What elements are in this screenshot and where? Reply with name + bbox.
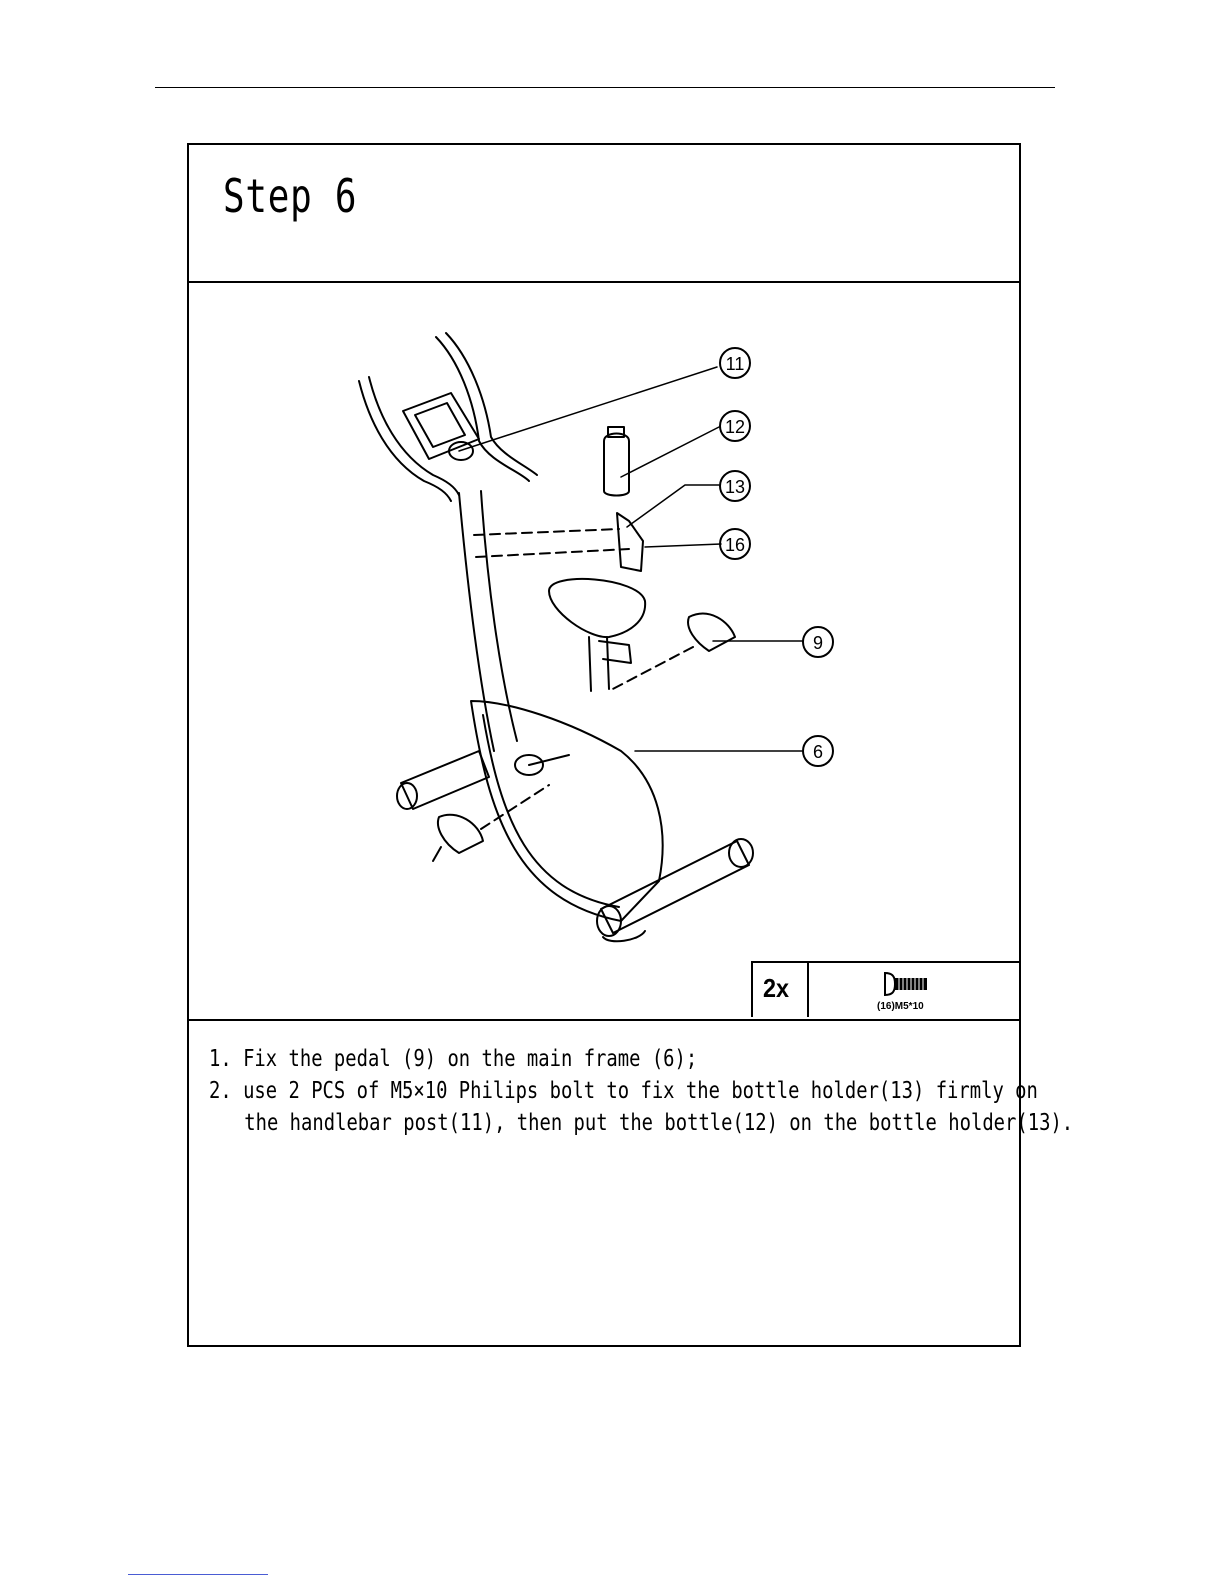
- svg-text:11: 11: [726, 354, 745, 374]
- svg-text:9: 9: [813, 633, 823, 653]
- hardware-quantity: 2x: [763, 973, 789, 1004]
- instruction-2: 2. use 2 PCS of M5×10 Philips bolt to fi…: [209, 1075, 873, 1107]
- header-rule: [155, 87, 1055, 88]
- svg-text:6: 6: [813, 742, 823, 762]
- callout-12: 12: [720, 411, 750, 441]
- title-band: Step 6: [189, 145, 1019, 283]
- front-stabilizer: [401, 751, 489, 809]
- svg-text:16: 16: [725, 535, 745, 555]
- hardware-box: 2x (16)M5*10: [751, 961, 1019, 1017]
- callout-6: 6: [803, 736, 833, 766]
- step-frame: Step 6: [187, 143, 1021, 1347]
- right-pedal: [688, 614, 735, 651]
- bolt-icon: [883, 969, 931, 999]
- callout-11: 11: [720, 348, 750, 378]
- bottle: [604, 434, 629, 496]
- assembly-figure: 11 12 13 16 9 6: [189, 281, 1019, 1019]
- console: [403, 393, 479, 459]
- instructions: 1. Fix the pedal (9) on the main frame (…: [189, 1019, 1019, 1345]
- left-pedal: [438, 815, 483, 853]
- exercise-bike-diagram: 11 12 13 16 9 6: [189, 281, 1019, 1019]
- instruction-1: 1. Fix the pedal (9) on the main frame (…: [209, 1043, 873, 1075]
- hardware-divider: [807, 963, 809, 1017]
- handlebar-post: [459, 493, 494, 751]
- seat: [549, 579, 645, 637]
- footer-link-underline: [128, 1574, 268, 1575]
- step-title: Step 6: [223, 169, 357, 223]
- svg-text:13: 13: [725, 477, 745, 497]
- instruction-2-continued: the handlebar post(11), then put the bot…: [209, 1107, 873, 1139]
- callout-9: 9: [803, 627, 833, 657]
- hardware-caption: (16)M5*10: [877, 1001, 924, 1012]
- callout-13: 13: [720, 471, 750, 501]
- bottle-holder: [617, 513, 643, 571]
- svg-text:12: 12: [725, 417, 745, 437]
- console-display: [415, 403, 465, 447]
- callout-16: 16: [720, 529, 750, 559]
